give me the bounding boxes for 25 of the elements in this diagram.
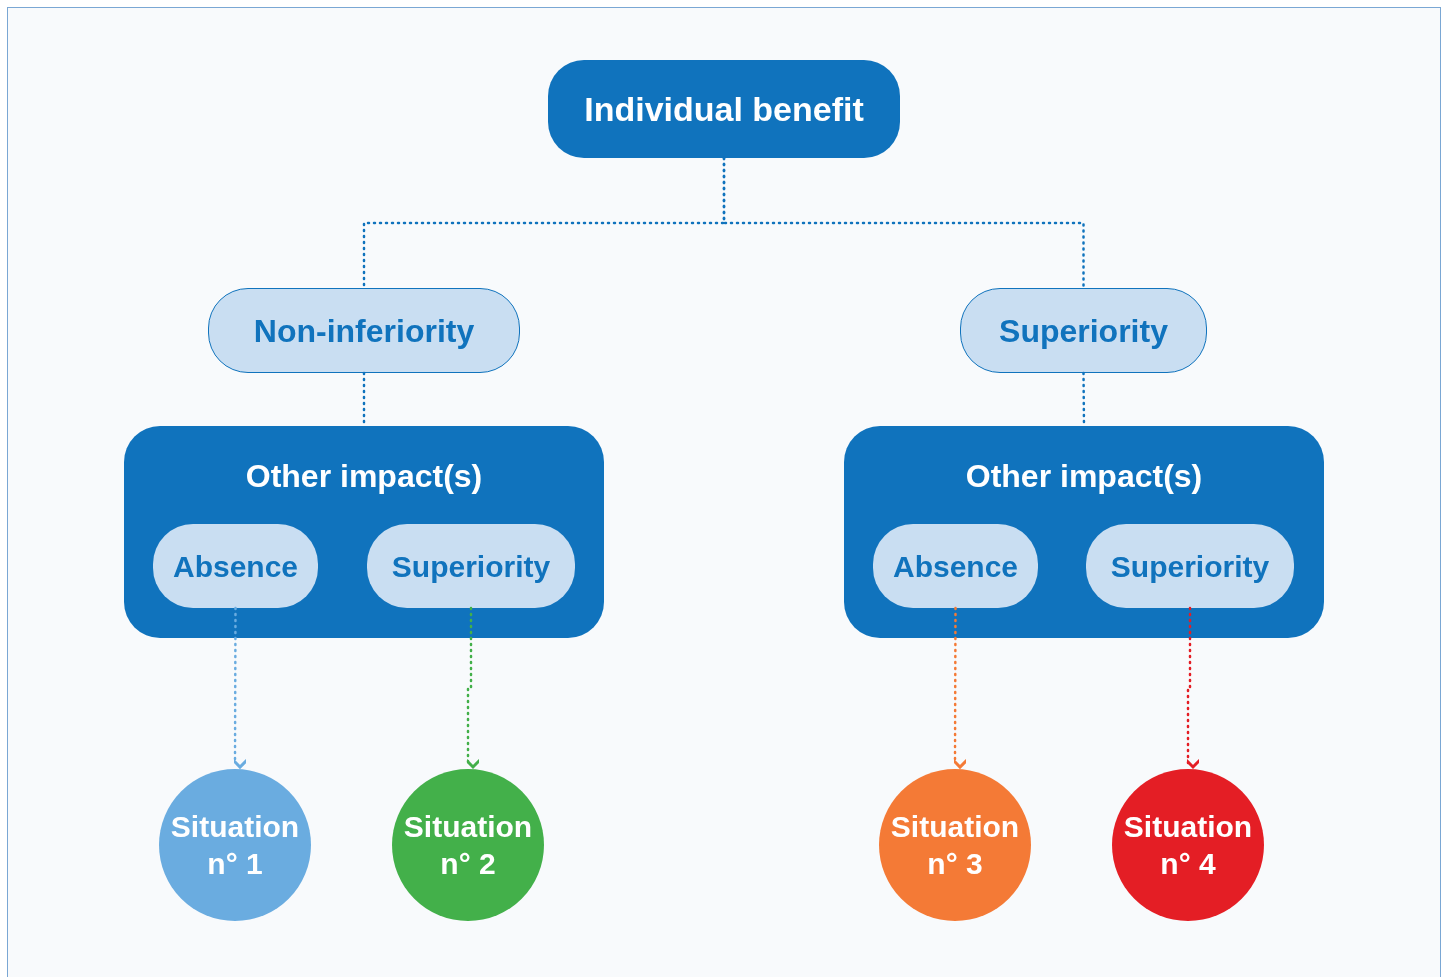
node-label: n° 1 [207,846,263,882]
dotted-arrow [1184,606,1202,769]
dotted-connector [722,156,1085,290]
dotted-arrow [231,606,249,769]
node-label: Superiority [391,548,551,585]
node-label: Individual benefit [584,88,864,130]
node-label: Situation [170,808,300,845]
node-label: Non-inferiority [253,311,475,351]
node-label: Other impact(s) [245,457,483,496]
node-label: Superiority [1110,548,1270,585]
node-label: n° 3 [927,846,983,882]
node-label: Situation [1123,808,1253,845]
node-label: Situation [890,808,1020,845]
node-label: Absence [892,548,1019,585]
node-label: n° 2 [440,846,496,882]
node-label: Absence [172,548,299,585]
group-box [124,426,604,638]
dotted-arrow [951,606,969,769]
node-label: Situation [403,808,533,845]
node-label: Superiority [999,311,1168,351]
group-box [844,426,1324,638]
node-label: Other impact(s) [965,457,1203,496]
root-box [548,60,900,158]
node-label: n° 4 [1160,846,1216,882]
dotted-arrow [464,606,482,769]
